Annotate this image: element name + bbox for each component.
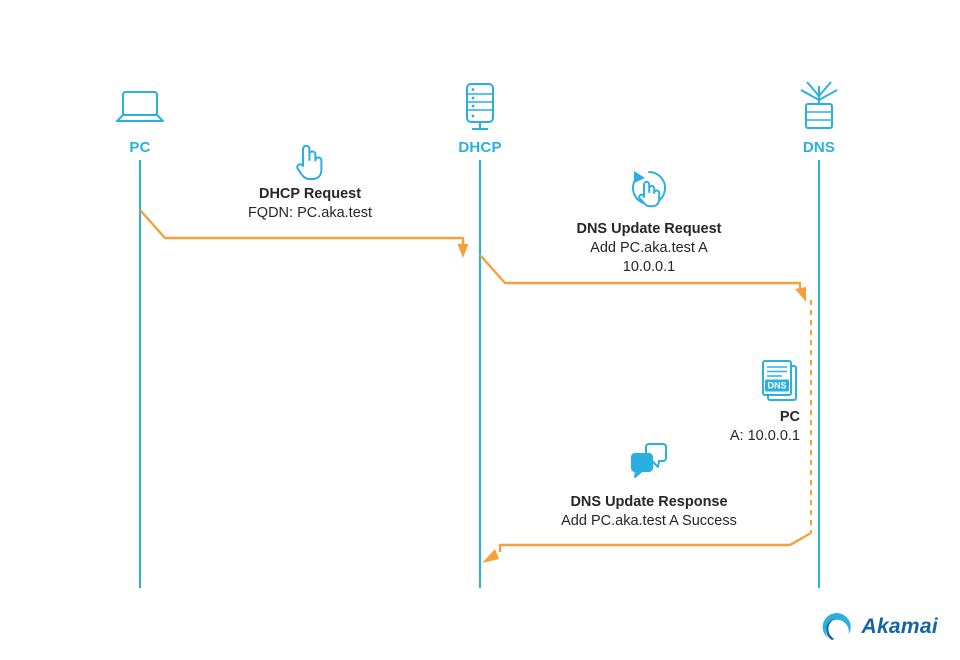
lane-label-pc: PC bbox=[129, 139, 151, 156]
lane-label-dns: DNS bbox=[802, 139, 836, 156]
arrowhead-dns-update-response bbox=[482, 549, 499, 563]
dns-document-icon: DNS bbox=[758, 358, 806, 413]
message-dns-update-response-title: DNS Update Response bbox=[570, 494, 728, 510]
arrowhead-dns-update-request bbox=[795, 287, 806, 302]
akamai-wordmark: Akamai bbox=[861, 615, 938, 638]
message-dns-update-request-sub-line2: 10.0.0.1 bbox=[622, 259, 676, 275]
dns-record: PC A: 10.0.0.1 bbox=[730, 408, 800, 446]
message-dns-update-response-sub: Add PC.aka.test A Success bbox=[561, 513, 737, 529]
server-icon bbox=[455, 80, 505, 141]
arrow-dns-update-request bbox=[479, 254, 802, 291]
arrow-dhcp-request bbox=[139, 209, 465, 247]
message-dns-update-request-sub-line1: Add PC.aka.test A bbox=[590, 240, 708, 256]
hand-refresh-icon bbox=[627, 167, 671, 218]
chat-bubbles-icon bbox=[625, 440, 673, 489]
arrowhead-dhcp-request bbox=[457, 244, 469, 258]
laptop-icon bbox=[113, 88, 167, 135]
dns-record-title: PC bbox=[779, 409, 800, 425]
message-dhcp-request: DHCP Request FQDN: PC.aka.test bbox=[248, 185, 372, 223]
lane-label-dhcp: DHCP bbox=[458, 139, 502, 156]
message-dns-update-response: DNS Update Response Add PC.aka.test A Su… bbox=[561, 493, 737, 531]
message-dns-update-request-title: DNS Update Request bbox=[576, 221, 722, 237]
akamai-logo: Akamai bbox=[821, 610, 938, 644]
message-dhcp-request-title: DHCP Request bbox=[258, 186, 362, 202]
arrow-dns-update-response bbox=[498, 531, 812, 552]
dns-tower-icon bbox=[793, 78, 845, 141]
akamai-wave-logo bbox=[823, 613, 852, 640]
message-dns-update-request: DNS Update Request Add PC.aka.test A 10.… bbox=[576, 220, 721, 277]
message-dhcp-request-sub: FQDN: PC.aka.test bbox=[247, 205, 373, 221]
svg-text:DNS: DNS bbox=[767, 381, 786, 391]
dns-record-sub: A: 10.0.0.1 bbox=[729, 428, 800, 444]
hand-click-icon bbox=[291, 140, 329, 187]
